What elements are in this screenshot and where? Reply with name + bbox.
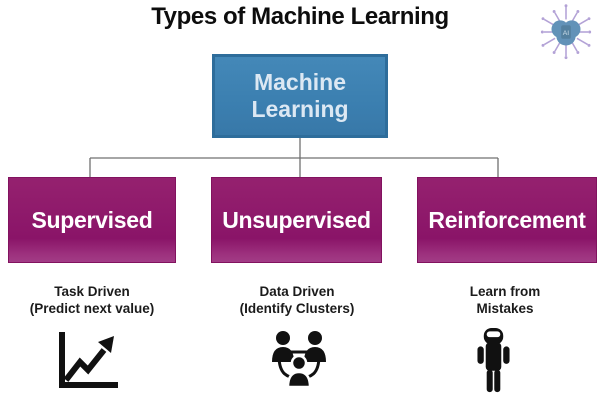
caption-supervised-line2: (Predict next value): [29, 300, 155, 316]
page-title: Types of Machine Learning: [151, 3, 449, 30]
people-cluster-icon: [267, 328, 331, 390]
trend-chart-icon: [54, 329, 122, 391]
node-supervised: Supervised: [8, 177, 176, 263]
node-reinforcement: Reinforcement: [417, 177, 597, 263]
ai-circuit-logo-icon: AI: [537, 3, 595, 61]
caption-reinforcement-line2: Mistakes: [476, 300, 534, 316]
robot-icon: [476, 326, 511, 396]
caption-reinforcement-line1: Learn from: [469, 284, 541, 299]
caption-reinforcement: Learn from Mistakes: [415, 284, 595, 317]
node-machine-learning: Machine Learning: [212, 54, 388, 138]
caption-supervised-line1: Task Driven: [54, 284, 130, 299]
caption-unsupervised: Data Driven (Identify Clusters): [207, 284, 387, 317]
logo-ai-label: AI: [563, 30, 570, 37]
root-label-line1: Machine: [253, 69, 347, 95]
node-unsupervised: Unsupervised: [211, 177, 382, 263]
caption-supervised: Task Driven (Predict next value): [2, 284, 182, 317]
caption-unsupervised-line1: Data Driven: [259, 284, 335, 299]
caption-unsupervised-line2: (Identify Clusters): [239, 300, 355, 316]
root-label-line2: Learning: [251, 96, 349, 122]
